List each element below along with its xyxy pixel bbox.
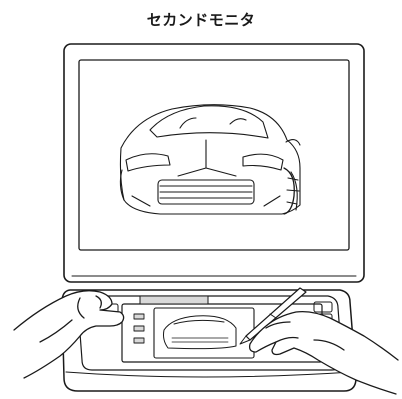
tablet-button bbox=[133, 337, 145, 344]
tablet-button bbox=[133, 325, 145, 332]
tablet-button bbox=[133, 313, 145, 320]
right-hand-with-pen bbox=[239, 287, 399, 395]
monitor-screen bbox=[78, 59, 350, 251]
car-drawing bbox=[119, 104, 301, 215]
figure-title: セカンドモニタ bbox=[146, 11, 256, 29]
tablet-status-strip bbox=[139, 295, 209, 305]
left-hand bbox=[13, 290, 125, 379]
express-key-right bbox=[313, 301, 333, 313]
